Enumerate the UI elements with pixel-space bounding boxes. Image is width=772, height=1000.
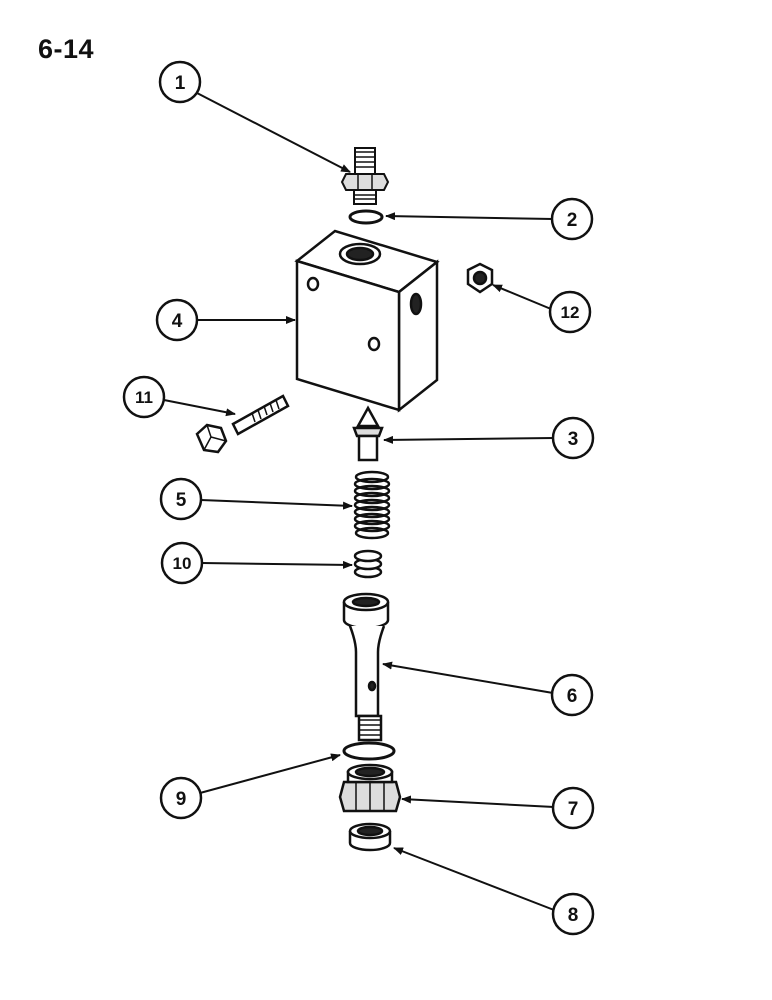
o-ring-part	[348, 209, 384, 225]
valve-body-part	[294, 229, 440, 413]
page-title: 6-14	[38, 34, 95, 64]
callout-4: 4	[155, 298, 199, 342]
leader-line-9	[199, 753, 341, 794]
callout-12: 12	[548, 290, 592, 334]
svg-text:6: 6	[567, 686, 578, 707]
leader-line-8	[393, 847, 555, 911]
callout-1: 1	[158, 60, 202, 104]
svg-text:2: 2	[567, 210, 578, 231]
fitting-part	[340, 147, 390, 205]
leader-line-11	[163, 399, 236, 417]
svg-text:7: 7	[568, 799, 579, 820]
callout-5: 5	[159, 477, 203, 521]
svg-text:4: 4	[172, 311, 183, 332]
svg-text:8: 8	[568, 905, 579, 926]
svg-text:5: 5	[176, 490, 187, 511]
callout-9: 9	[159, 776, 203, 820]
adjuster-stem-part	[342, 592, 390, 742]
seal-ring-part	[342, 741, 396, 761]
svg-text:1: 1	[175, 73, 186, 94]
spring-part	[353, 470, 391, 540]
callout-6: 6	[550, 673, 594, 717]
leader-line-3	[383, 435, 555, 444]
leader-line-1	[196, 92, 351, 173]
leader-line-12	[492, 284, 552, 310]
poppet-part	[352, 405, 384, 462]
leader-line-6	[382, 661, 554, 694]
svg-text:3: 3	[568, 429, 579, 450]
lock-nut-part	[348, 822, 392, 852]
shim-part	[353, 549, 383, 579]
nut-part	[466, 262, 494, 294]
leader-line-5	[200, 499, 353, 510]
bolt-part	[195, 394, 290, 454]
leader-line-2	[385, 212, 554, 221]
leader-line-7	[401, 795, 555, 808]
callout-11: 11	[122, 375, 166, 419]
svg-text:9: 9	[176, 789, 187, 810]
svg-text:11: 11	[135, 388, 153, 407]
leader-line-10	[201, 560, 353, 569]
callout-10: 10	[160, 541, 204, 585]
callout-3: 3	[551, 416, 595, 460]
callout-2: 2	[550, 197, 594, 241]
svg-text:12: 12	[561, 303, 580, 322]
cap-nut-part	[338, 763, 402, 813]
callout-7: 7	[551, 786, 595, 830]
svg-text:10: 10	[173, 554, 192, 573]
callout-8: 8	[551, 892, 595, 936]
